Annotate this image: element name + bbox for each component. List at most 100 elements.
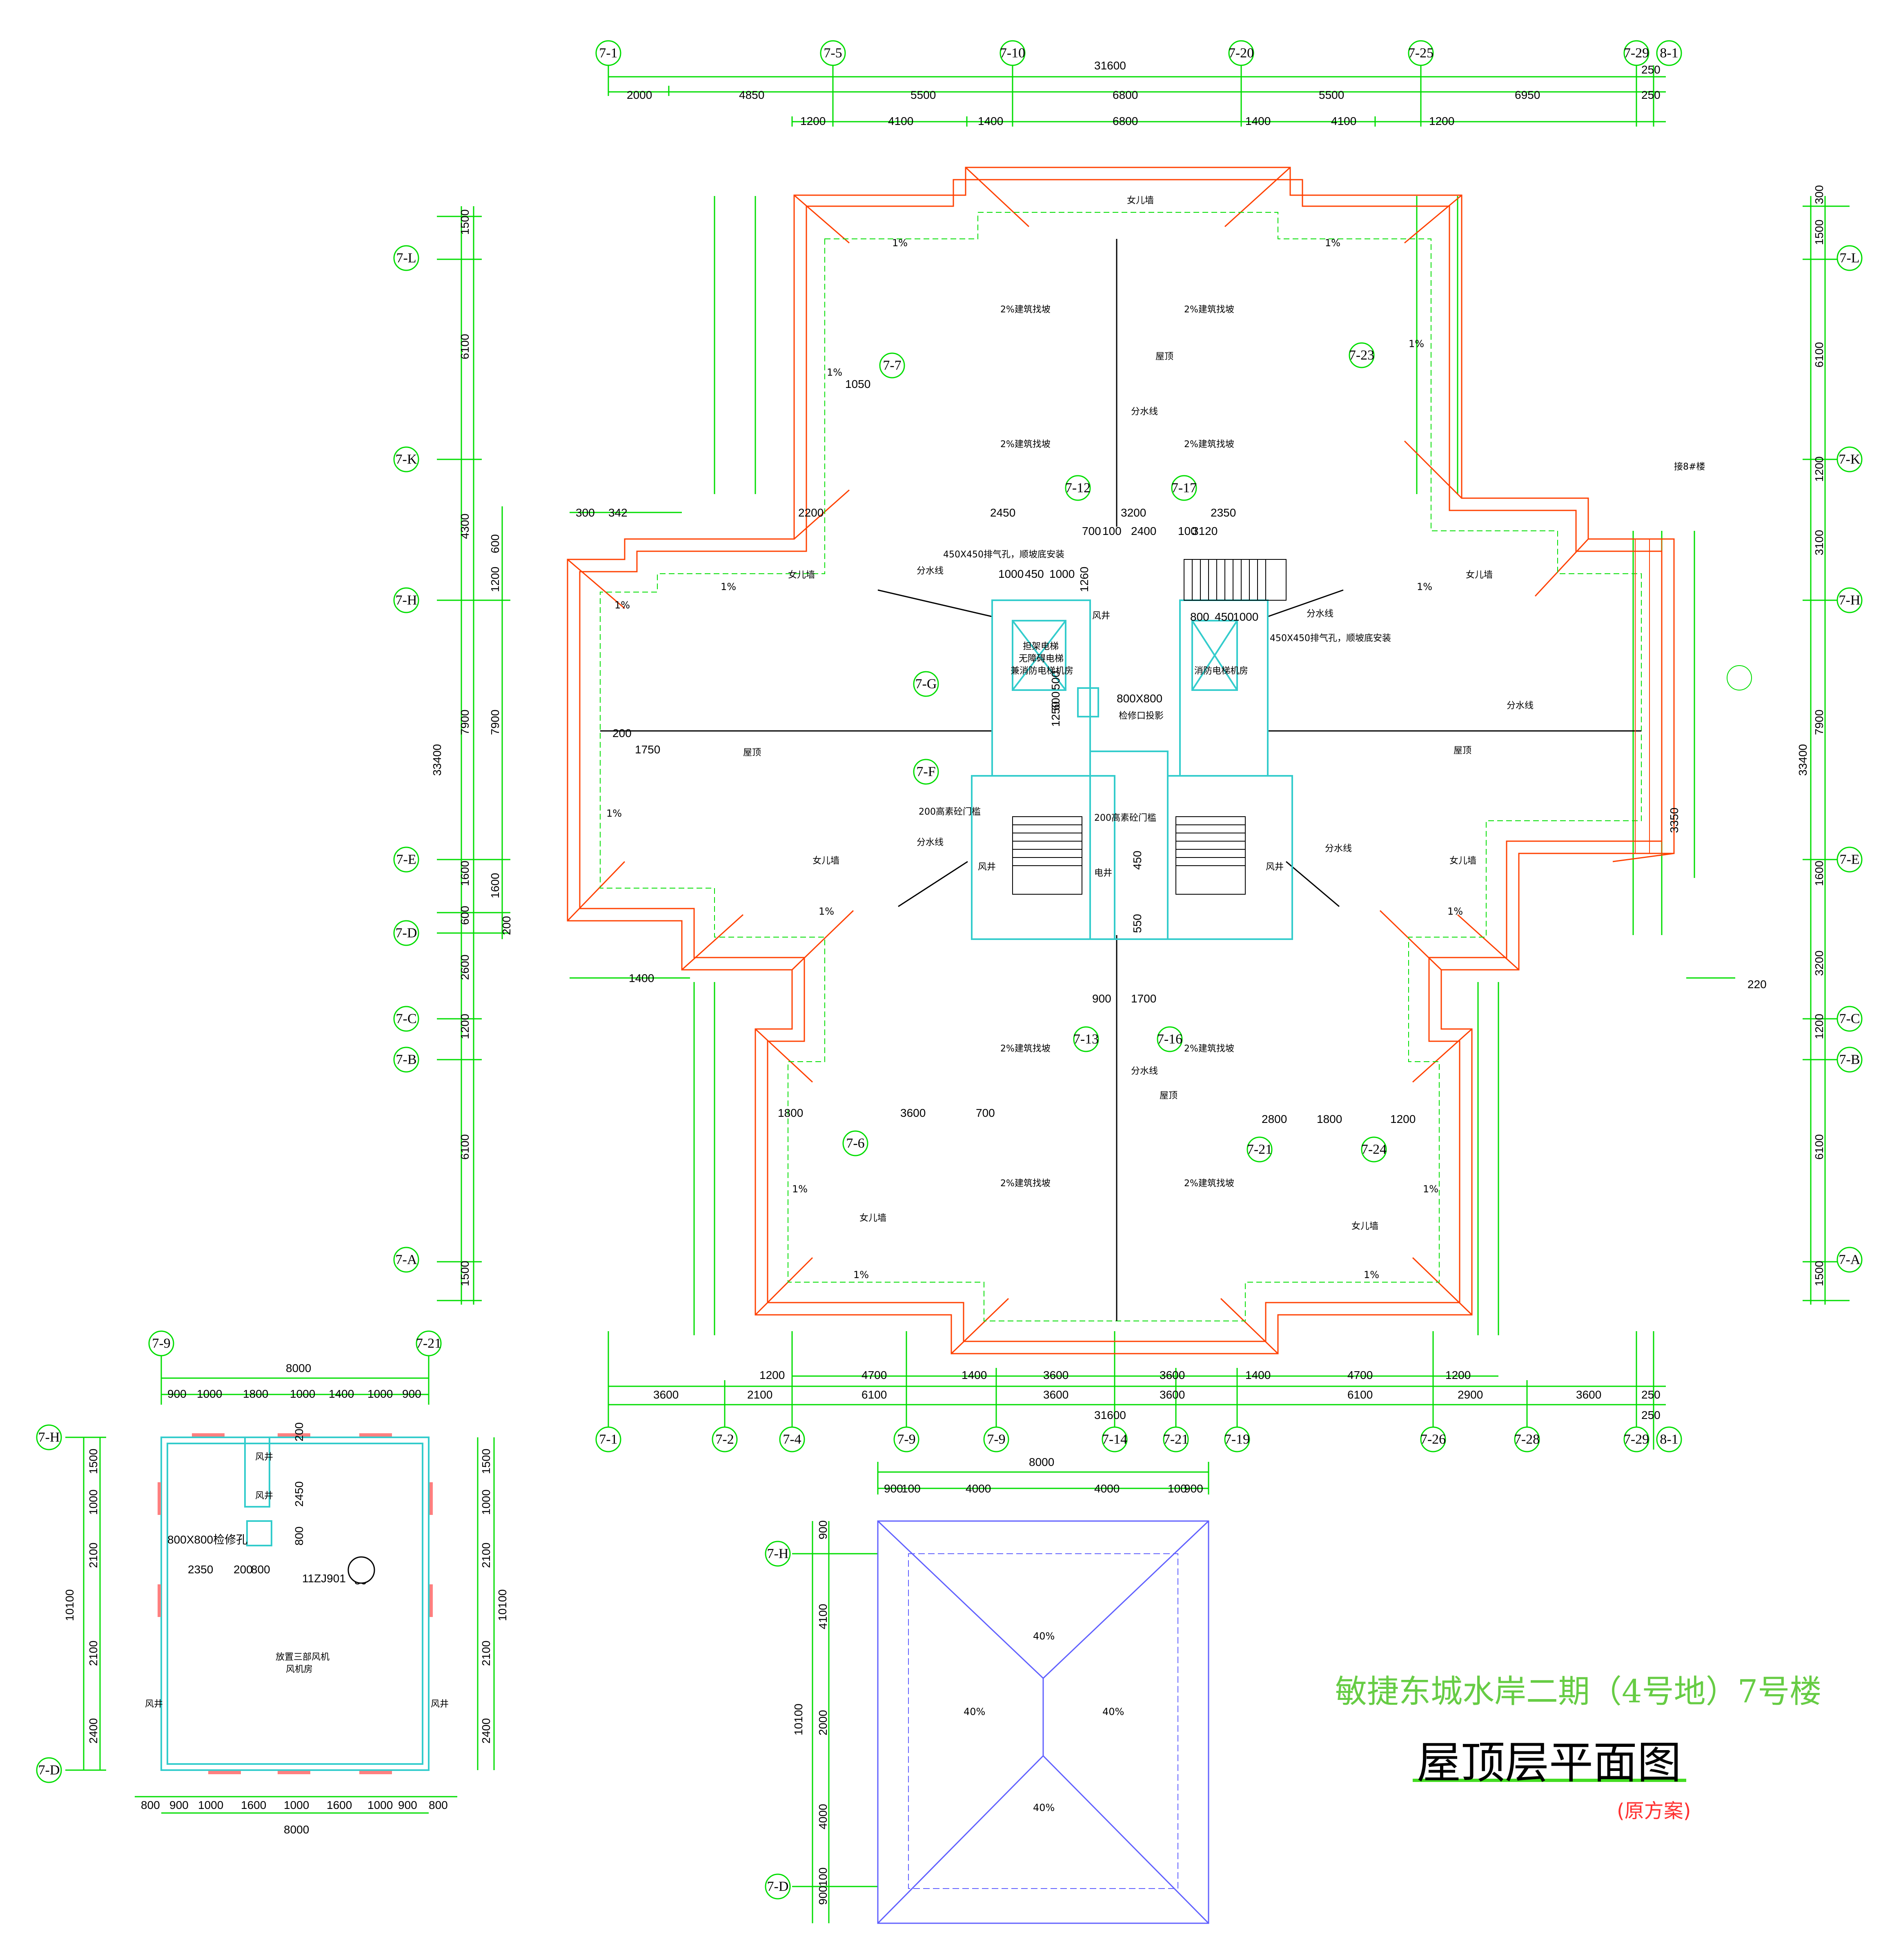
axis-label: 7-25 <box>1408 46 1434 61</box>
dim-top-r1: 6800 <box>1113 89 1138 101</box>
label-slope-1pct: 1% <box>792 1183 808 1195</box>
dim-inner: 100 <box>1178 525 1197 537</box>
label-hatch: 800X800 <box>1117 692 1162 705</box>
label-std: 11ZJ901 <box>302 1572 346 1585</box>
axis-label: 7-E <box>396 852 416 867</box>
dim-inner: 1260 <box>1078 567 1091 592</box>
label-watershed: 分水线 <box>1507 701 1534 711</box>
hip-slope: 40% <box>1102 1706 1124 1717</box>
dim-bottom-250: 250 <box>1641 1409 1661 1421</box>
main-roof-outline <box>567 167 1675 1354</box>
fan-dim: 8000 <box>284 1823 309 1836</box>
hip-dim: 100 <box>1168 1482 1187 1495</box>
dim-bottom-r1: 4700 <box>1347 1369 1373 1381</box>
dim-inner: 1750 <box>635 743 660 756</box>
hip-dim: 900 <box>817 1520 829 1539</box>
dim-inner: 1050 <box>845 378 870 390</box>
axis-label: 7-A <box>396 1252 417 1267</box>
axis-label: 7-19 <box>1224 1432 1250 1447</box>
label-slope: 2%建筑找坡 <box>1184 439 1234 450</box>
main-right-dims-text: 300 1500 6100 1200 3100 7900 1600 3200 1… <box>1796 185 1825 1286</box>
axis-label: 7-24 <box>1361 1142 1387 1157</box>
dim-top-r2: 1400 <box>1245 115 1271 127</box>
dim-inner: 2800 <box>1262 1113 1287 1125</box>
dim-right: 7900 <box>1813 710 1825 735</box>
dim-left: 6100 <box>459 1134 471 1160</box>
axis-label: 7-G <box>915 677 937 692</box>
label-slope: 2%建筑找坡 <box>1184 305 1234 315</box>
dim-bottom-r1: 3600 <box>1160 1369 1185 1381</box>
dim-right: 6100 <box>1813 1134 1825 1160</box>
axis-label: 7-14 <box>1102 1432 1127 1447</box>
label-slope-1pct: 1% <box>1409 338 1424 350</box>
dim-inner: 1000 <box>1049 568 1075 580</box>
dim-inner: 450 <box>1131 851 1144 870</box>
axis-label: 7-L <box>396 251 416 266</box>
fan-dim: 1000 <box>197 1388 222 1400</box>
label-slope-1pct: 1% <box>1423 1183 1438 1195</box>
fan-dim: 2100 <box>480 1543 492 1568</box>
dim-right: 6100 <box>1813 342 1825 368</box>
axis-label: 7-H <box>38 1430 60 1445</box>
hip-dim: 4000 <box>1094 1482 1120 1495</box>
dim-bottom-r1: 1400 <box>1245 1369 1271 1381</box>
fan-dim: 1800 <box>243 1388 268 1400</box>
axis-label: 7-B <box>1839 1052 1860 1067</box>
label-watershed: 分水线 <box>917 566 944 576</box>
hip-slope: 40% <box>1033 1630 1055 1642</box>
axis-label: 7-1 <box>599 46 617 61</box>
fan-dim: 800 <box>429 1799 448 1811</box>
hip-roof-axes <box>765 1541 791 1900</box>
dim-bottom-r2: 3600 <box>1160 1388 1185 1401</box>
fan-room-walls <box>160 1437 430 1771</box>
fan-room-text: 8000 900 1000 1800 1000 1400 1000 900 80… <box>63 1362 509 1836</box>
roof-labels: 女儿墙 女儿墙 女儿墙 女儿墙 女儿墙 女儿墙 女儿墙 屋顶 屋顶 屋顶 屋顶 … <box>606 196 1705 1281</box>
dim-top-r1: 250 <box>1641 89 1661 101</box>
label-machine-room: 兼消防电梯机房 <box>1011 666 1073 676</box>
label-watershed: 分水线 <box>1131 1066 1158 1076</box>
dim-top-r2: 1200 <box>800 115 826 127</box>
label-parapet: 女儿墙 <box>812 856 839 866</box>
dim-left-inner: 600 <box>489 534 501 553</box>
main-top-axes <box>595 40 1682 66</box>
label-roof: 屋顶 <box>743 748 761 758</box>
fan-room-axes <box>36 1330 442 1783</box>
axis-label: 7-21 <box>416 1336 441 1351</box>
dim-right: 1200 <box>1813 457 1825 482</box>
axis-label: 7-29 <box>1624 46 1649 61</box>
dim-inner: 450 <box>1025 568 1044 580</box>
label-wind-shaft: 风井 <box>145 1699 163 1709</box>
dim-top-250: 250 <box>1641 63 1661 76</box>
dim-left-inner: 1200 <box>489 567 501 592</box>
main-right-axis-labels: 7-L 7-K 7-H 7-E 7-C 7-B 7-A <box>1839 251 1861 1267</box>
project-title: 敏捷东城水岸二期（4号地）7号楼 <box>1335 1673 1822 1710</box>
fan-room-dimensions <box>65 1350 495 1814</box>
label-slope-1pct: 1% <box>853 1269 869 1281</box>
hip-dim: 2000 <box>817 1710 829 1735</box>
main-top-dims-text: 31600 250 2000 4850 5500 6800 5500 6950 … <box>627 59 1661 127</box>
dim-left-inner: 7900 <box>489 710 501 735</box>
dim-inner: 1000 <box>1233 610 1258 623</box>
fan-dim: 1000 <box>284 1799 309 1811</box>
fan-dim: 1000 <box>480 1490 492 1515</box>
dim-inner: 1800 <box>778 1107 803 1119</box>
dim-bottom-r1: 1200 <box>1445 1369 1471 1381</box>
axis-label: 7-C <box>396 1011 417 1027</box>
dim-right: 1600 <box>1813 861 1825 886</box>
dim-top-r1: 6950 <box>1515 89 1540 101</box>
dim-bottom-r2: 6100 <box>1347 1388 1373 1401</box>
fan-dim: 200 <box>234 1563 253 1576</box>
label-slope-1pct: 1% <box>1364 1269 1379 1281</box>
dim-left-inner: 1600 <box>489 873 501 898</box>
fan-dim: 2100 <box>87 1543 100 1568</box>
fan-dim: 2100 <box>87 1641 100 1666</box>
label-wind-shaft: 风井 <box>978 862 996 872</box>
watershed-lines <box>600 239 1641 1321</box>
fan-dim: 1000 <box>367 1388 393 1400</box>
label-slope-1pct: 1% <box>892 237 908 249</box>
dim-right: 3200 <box>1813 951 1825 976</box>
axis-label: 7-28 <box>1514 1432 1540 1447</box>
dim-bottom-r1: 4700 <box>861 1369 887 1381</box>
drawing-subtitle: (原方案) <box>1617 1800 1691 1822</box>
dim-inner: 2400 <box>1131 525 1156 537</box>
